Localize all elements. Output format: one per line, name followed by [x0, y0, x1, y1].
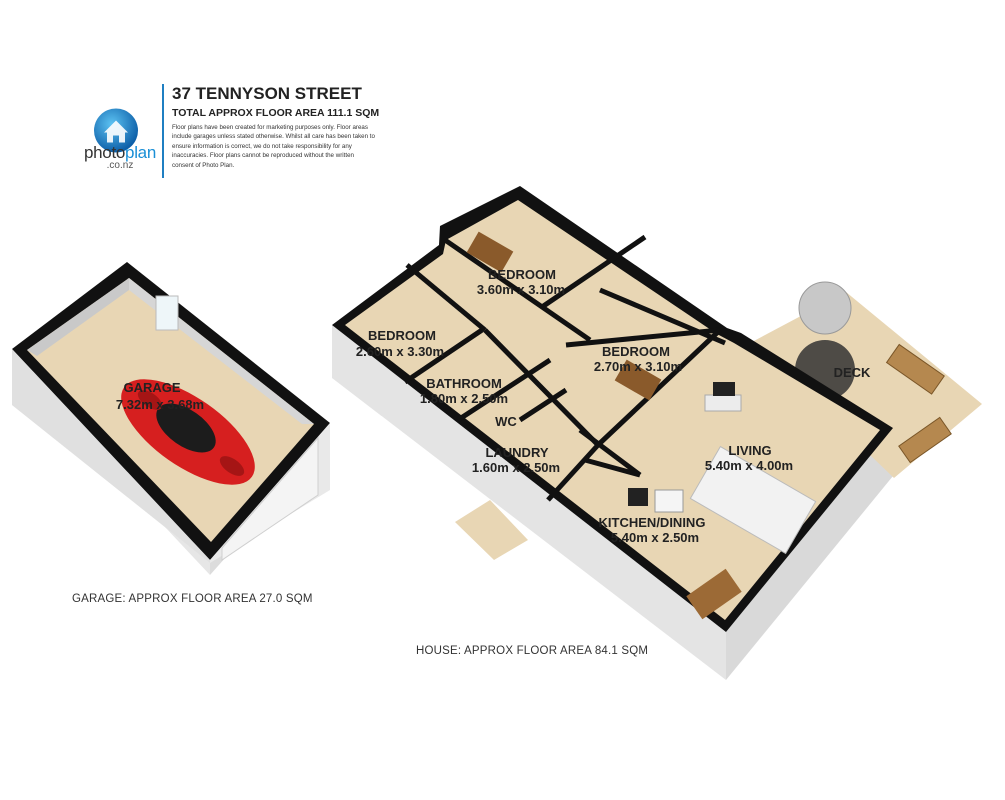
bedroom-top-size: 3.60m x 3.10m — [477, 282, 565, 297]
house-block: DECK BEDROO — [332, 186, 982, 680]
car-icon — [121, 379, 255, 485]
header-divider — [162, 84, 164, 178]
laundry-label: LAUNDRY — [485, 445, 548, 460]
bedroom-left-size: 2.60m x 3.30m — [356, 344, 444, 359]
brand-tld: .co.nz — [106, 160, 134, 171]
garage-label: GARAGE — [123, 380, 180, 395]
living-size: 5.40m x 4.00m — [705, 458, 793, 473]
brand-name-b: plan — [125, 143, 156, 162]
deck-label: DECK — [834, 365, 871, 380]
bedroom-mid-label: BEDROOM — [602, 344, 670, 359]
disclaimer-text: Floor plans have been created for market… — [172, 124, 375, 169]
page-subtitle: TOTAL APPROX FLOOR AREA 111.1 SQM — [172, 107, 380, 119]
garage-size: 7.32m x 3.68m — [116, 397, 204, 412]
deck-area: DECK — [752, 281, 982, 478]
wc-label: WC — [495, 414, 517, 429]
brand-name-a: photo — [84, 143, 126, 162]
bedroom-top-label: BEDROOM — [488, 267, 556, 282]
living-label: LIVING — [728, 443, 771, 458]
bedroom-left-label: BEDROOM — [368, 328, 436, 343]
kitchen-label: KITCHEN/DINING — [599, 515, 706, 530]
kitchen-size: 5.40m x 2.50m — [611, 530, 699, 545]
garage-block: GARAGE 7.32m x 3.68m — [12, 262, 330, 575]
garage-area-caption: GARAGE: APPROX FLOOR AREA 27.0 SQM — [72, 593, 313, 605]
bathroom-size: 1.80m x 2.50m — [420, 391, 508, 406]
house-area-caption: HOUSE: APPROX FLOOR AREA 84.1 SQM — [416, 645, 649, 657]
brand-wordmark: photoplan .co.nz — [80, 143, 160, 171]
photoplan-logo-icon — [94, 108, 138, 153]
page-title: 37 TENNYSON STREET — [172, 84, 362, 103]
bedroom-mid-size: 2.70m x 3.10m — [594, 359, 682, 374]
laundry-size: 1.60m x 2.50m — [472, 460, 560, 475]
bathroom-label: BATHROOM — [426, 376, 502, 391]
